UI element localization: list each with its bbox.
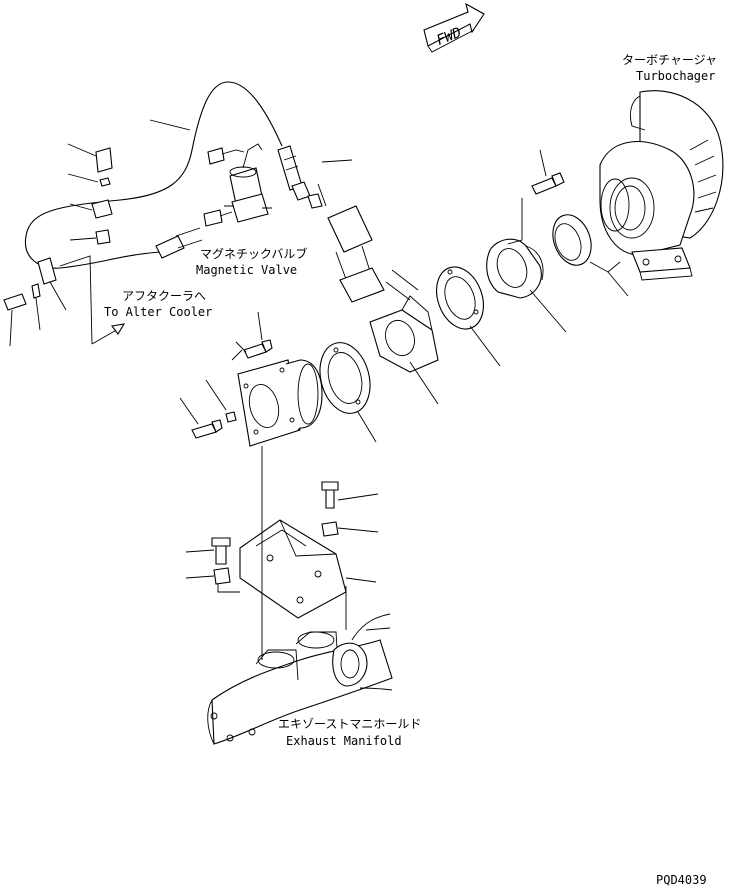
bolt-middle-lower	[179, 341, 247, 439]
pipe-adapter	[237, 359, 323, 447]
gasket-middle	[319, 342, 377, 443]
adapter-flange	[486, 238, 567, 333]
aftercooler-label-jp: アフタクーラへ	[122, 289, 206, 303]
turbocharger	[599, 90, 724, 281]
aftercooler-arrow	[91, 323, 126, 345]
aftercooler-label-en: To Alter Cooler	[104, 305, 212, 319]
turbocharger-label-en: Turbochager	[636, 69, 715, 83]
bolt-bracket-upper	[321, 481, 379, 537]
fwd-arrow: FWD	[423, 2, 485, 53]
air-tube	[24, 81, 283, 269]
tube-clamp-upper	[67, 143, 113, 245]
exhaust-manifold	[207, 613, 393, 745]
exhaust-brake-valve	[317, 183, 439, 405]
tube-clamp-lower	[3, 255, 93, 347]
tube-fitting	[277, 145, 353, 209]
magnetic-valve-label-jp: マグネチックバルブ	[200, 246, 307, 261]
bolt-turbo	[507, 149, 565, 245]
magnetic-valve	[203, 143, 272, 227]
bolt-bracket-left	[185, 537, 240, 593]
gasket-upper	[436, 266, 501, 367]
seal-ring	[552, 214, 629, 297]
turbocharger-label-jp: ターボチャージャ	[622, 53, 717, 67]
support-bracket	[239, 519, 377, 619]
exhaust-manifold-label-jp: エキゾーストマニホールド	[278, 717, 421, 731]
assembly-lines	[261, 446, 347, 660]
bolt-middle-upper	[243, 311, 273, 359]
drawing-code: PQD4039	[656, 873, 707, 887]
magnetic-valve-label-en: Magnetic Valve	[196, 263, 297, 277]
exhaust-manifold-label-en: Exhaust Manifold	[286, 734, 402, 748]
